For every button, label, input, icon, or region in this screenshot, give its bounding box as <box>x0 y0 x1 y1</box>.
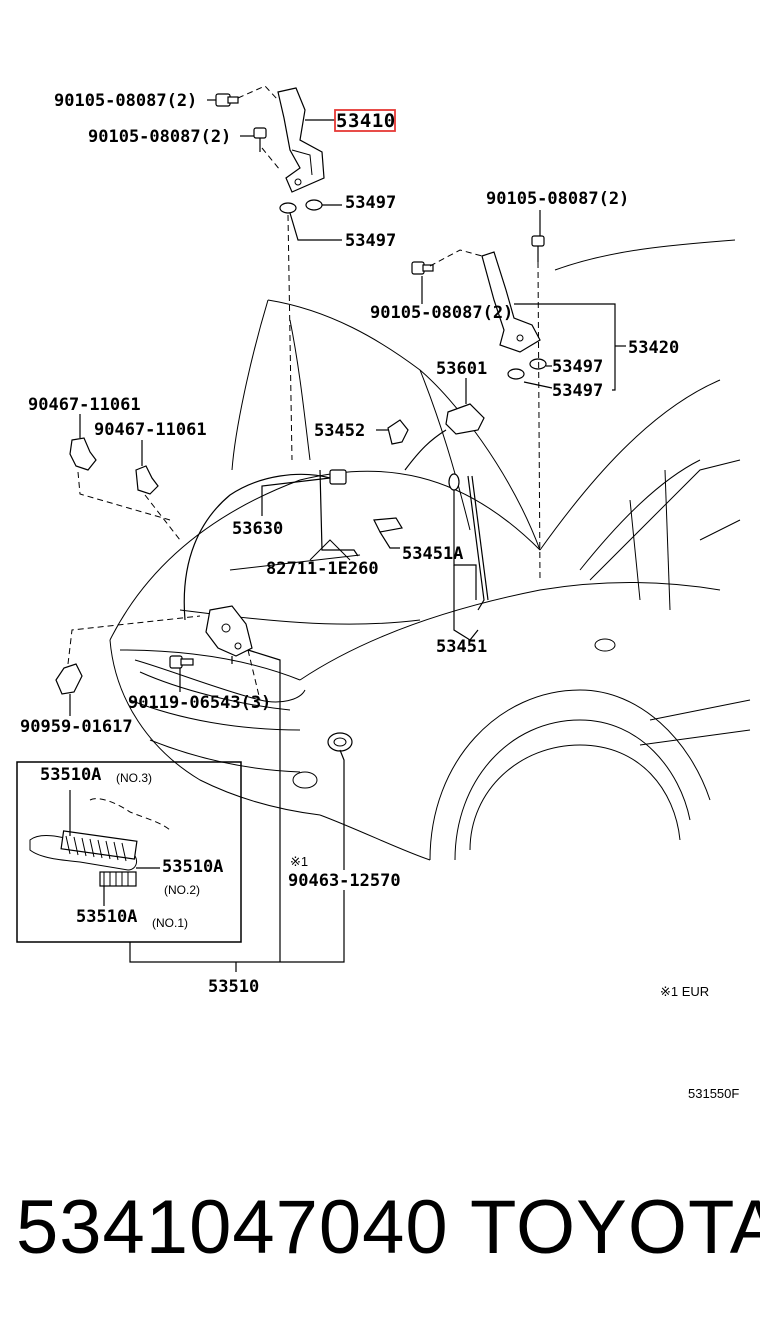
label-clip-1: 90467-11061 <box>28 395 141 415</box>
bracket <box>55 663 83 695</box>
leader-lines <box>69 99 626 972</box>
hood-hinge-left <box>277 87 325 193</box>
label-cable-a1: 53510A <box>76 907 137 927</box>
label-cable-a2-note: (NO.2) <box>164 883 200 897</box>
bolt-right-2 <box>411 261 434 275</box>
label-cushion-b: 53497 <box>345 231 396 251</box>
hood-hinge-right <box>481 251 541 353</box>
hood-lock <box>205 605 253 657</box>
highlight-box <box>334 109 396 132</box>
label-cable-a3-note: (NO.3) <box>116 771 152 785</box>
clip-2 <box>135 465 159 495</box>
label-cable-assy: 53510 <box>208 977 259 997</box>
label-cable-a3: 53510A <box>40 765 101 785</box>
label-bolt-left-1: 90105-08087(2) <box>54 91 197 111</box>
bolt-right-1 <box>531 235 545 262</box>
clip-1 <box>69 437 97 471</box>
stay-holder <box>387 419 409 445</box>
bolt-lock <box>169 655 194 669</box>
inset-box <box>16 761 242 943</box>
footer: 5341047040 TOYOTA <box>0 1180 760 1290</box>
clamp <box>373 517 403 533</box>
label-clip-2: 90467-11061 <box>94 420 207 440</box>
label-grommet-mark: ※1 <box>290 854 308 869</box>
bolt-left-2 <box>253 127 267 152</box>
label-bolt-right-2: 90105-08087(2) <box>370 303 513 323</box>
footer-part-number: 5341047040 <box>16 1185 449 1270</box>
label-figure-code: 531550F <box>688 1086 739 1101</box>
grommet <box>327 732 353 752</box>
label-cable-a1-note: (NO.1) <box>152 916 188 930</box>
cushion-left <box>279 199 323 214</box>
lever <box>183 469 347 621</box>
label-hinge-left: 53410 <box>336 110 396 132</box>
label-grommet: 90463-12570 <box>288 871 401 891</box>
label-cushion-a: 53497 <box>345 193 396 213</box>
label-cushion-c: 53497 <box>552 357 603 377</box>
label-hood-lock-control: 53601 <box>436 359 487 379</box>
spring-icon <box>65 835 127 862</box>
hood-lock-control <box>404 403 485 471</box>
label-clamp: 82711-1E260 <box>266 559 379 579</box>
label-hood-support: 53451 <box>436 637 487 657</box>
bolt-left-1 <box>215 93 239 107</box>
label-hinge-right: 53420 <box>628 338 679 358</box>
label-bolt-lock: 90119-06543(3) <box>128 693 271 713</box>
label-bracket: 90959-01617 <box>20 717 133 737</box>
hood-support <box>448 473 489 611</box>
label-lever: 53630 <box>232 519 283 539</box>
label-stay-holder: 53452 <box>314 421 365 441</box>
label-cushion-d: 53497 <box>552 381 603 401</box>
label-footnote: ※1 EUR <box>660 984 709 999</box>
label-hood-support-a: 53451A <box>402 544 463 564</box>
label-bolt-right-1: 90105-08087(2) <box>486 189 629 209</box>
cushion-right <box>507 358 547 380</box>
label-cable-a2: 53510A <box>162 857 223 877</box>
footer-brand: TOYOTA <box>470 1185 760 1270</box>
label-bolt-left-2: 90105-08087(2) <box>88 127 231 147</box>
assembly-lines <box>67 85 541 701</box>
